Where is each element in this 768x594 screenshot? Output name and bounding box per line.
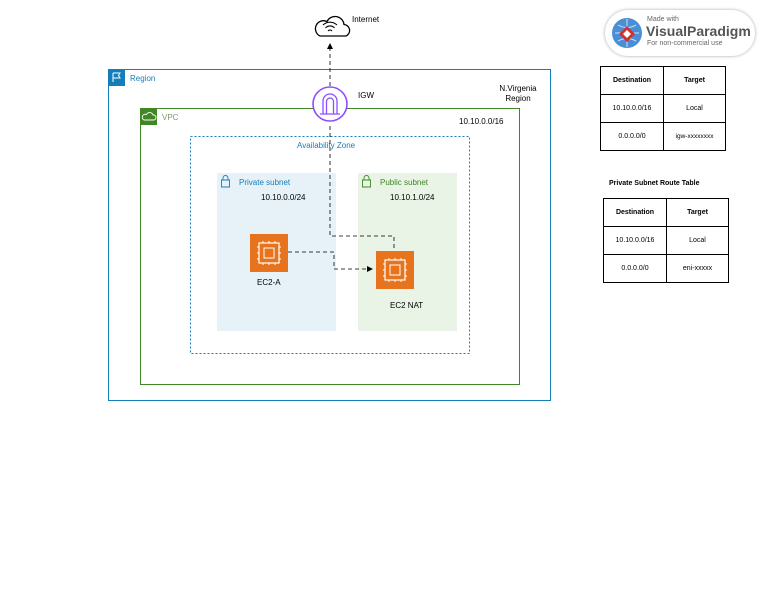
ec2-instance-icon: [250, 234, 288, 272]
visual-paradigm-badge: Made with VisualParadigm For non-commerc…: [605, 10, 755, 56]
ec2-a-label: EC2-A: [257, 278, 281, 287]
connector-nat-igw: [329, 124, 395, 248]
public-subnet-label: Public subnet: [380, 178, 429, 187]
destination-cell: 10.10.0.0/16: [600, 94, 664, 123]
ec2-nat-label: EC2 NAT: [390, 301, 424, 310]
arrowhead-nat: [367, 266, 373, 272]
region-group-label: Region: [130, 74, 156, 83]
table-row: 0.0.0.0/0 igw-xxxxxxxx: [600, 122, 726, 151]
internet-cloud-icon: [314, 15, 351, 37]
lock-icon-private: [221, 175, 230, 188]
table-row: 10.10.0.0/16 Local: [600, 94, 726, 123]
target-cell: eni-xxxxx: [666, 254, 729, 283]
private-route-table: Destination Target 10.10.0.0/16 Local 0.…: [603, 198, 729, 283]
column-header: Destination: [600, 66, 664, 95]
visual-paradigm-logo-icon: [612, 18, 642, 48]
private-subnet-label: Private subnet: [239, 178, 291, 187]
region-group-box: [108, 69, 551, 401]
brand-text: VisualParadigm: [646, 23, 751, 39]
availability-zone-label: Availability Zone: [297, 141, 356, 150]
private-subnet-cidr: 10.10.0.0/24: [261, 193, 306, 202]
target-cell: Local: [663, 94, 726, 123]
destination-cell: 10.10.0.0/16: [603, 226, 667, 255]
region-name-label: N.Virgenia Region: [499, 84, 537, 103]
target-cell: Local: [666, 226, 729, 255]
column-header: Destination: [603, 198, 667, 227]
non-commercial-text: For non-commercial use: [647, 40, 723, 47]
lock-icon-public: [362, 175, 371, 188]
connector-ec2a-nat: [288, 251, 368, 270]
public-subnet-cidr: 10.10.1.0/24: [390, 193, 435, 202]
internet-gateway-icon: [312, 86, 348, 122]
vpc-cidr-label: 10.10.0.0/16: [459, 117, 504, 126]
destination-cell: 0.0.0.0/0: [600, 122, 664, 151]
public-route-table: Destination Target 10.10.0.0/16 Local 0.…: [600, 66, 726, 151]
ec2-nat-icon: [376, 251, 414, 289]
table-header-row: Destination Target: [600, 66, 726, 95]
vpc-label: VPC: [162, 113, 179, 122]
made-with-text: Made with: [647, 16, 679, 23]
internet-label: Internet: [352, 15, 380, 24]
table-row: 0.0.0.0/0 eni-xxxxx: [603, 254, 729, 283]
arrowhead-internet: [327, 43, 333, 49]
flag-icon: [112, 72, 121, 82]
private-route-table-title: Private Subnet Route Table: [609, 180, 700, 187]
cloud-lock-icon: [141, 112, 157, 121]
destination-cell: 0.0.0.0/0: [603, 254, 667, 283]
target-cell: igw-xxxxxxxx: [663, 122, 726, 151]
column-header: Target: [663, 66, 726, 95]
column-header: Target: [666, 198, 729, 227]
igw-label: IGW: [358, 91, 374, 100]
table-row: 10.10.0.0/16 Local: [603, 226, 729, 255]
table-header-row: Destination Target: [603, 198, 729, 227]
vpc-cloud-badge: [140, 108, 157, 125]
